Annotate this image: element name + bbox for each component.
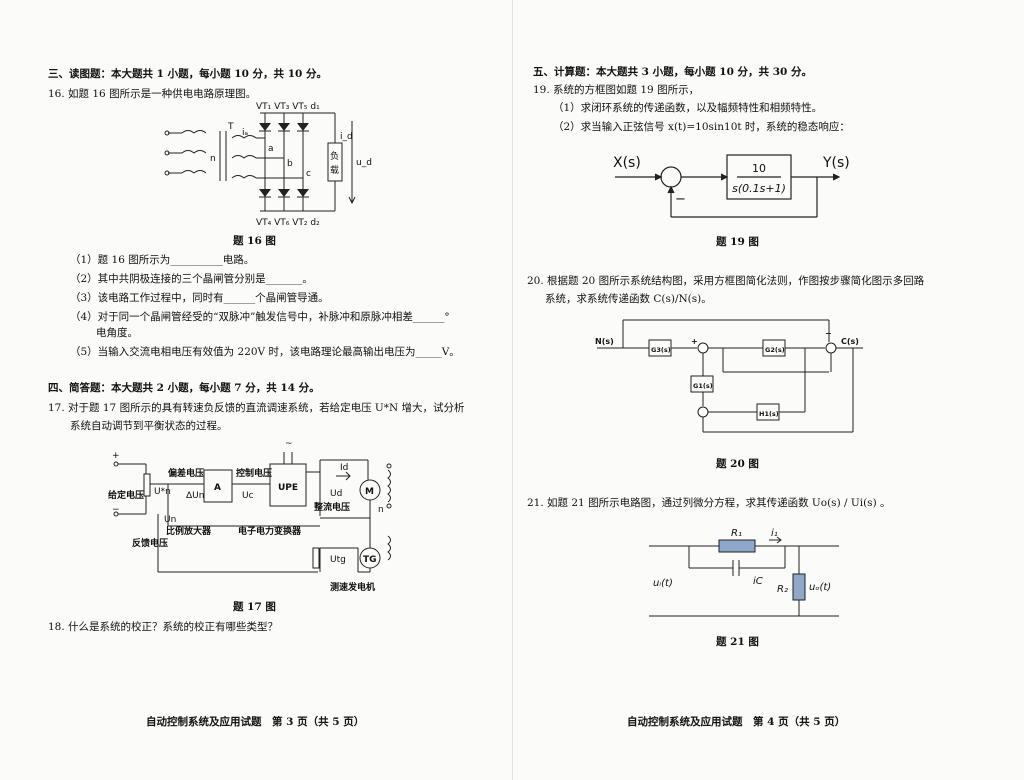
fig20-c-label: C(s) — [841, 337, 859, 346]
fig16-ud-label: u_d — [356, 158, 372, 168]
fig17-A-label: A — [214, 483, 221, 493]
fig20-g2-label: G2(s) — [765, 346, 785, 354]
fig16-n-label: n — [210, 154, 216, 164]
fig21-r2-label: R₂ — [777, 584, 788, 595]
q16-item-4: （4）对于同一个晶闸管经受的“双脉冲”触发信号中，补脉冲和原脉冲相差______… — [70, 311, 450, 323]
fig17-amp-label: 比例放大器 — [166, 525, 212, 537]
fig20-h1-label: H1(s) — [759, 410, 779, 418]
question-20-line-1: 20. 根据题 20 图所示系统结构图，采用方框图简化法则，作图按步骤简化图示多… — [527, 275, 925, 287]
fig16-T-label: T — [227, 122, 234, 132]
fig20-g3-label: G3(s) — [651, 346, 671, 354]
fig17-id-label: Id — [340, 463, 348, 473]
figure-17: + − 偏差电压 控制电压 给定电压 U*n ΔUn A Uc UPE ~ Id… — [108, 439, 392, 593]
fig17-tilde-label: ~ — [285, 439, 293, 449]
fig17-delta-un-label: ΔUn — [186, 491, 204, 501]
fig17-tach-label: 测速发电机 — [330, 581, 375, 593]
fig16-id-label: i_d — [340, 132, 353, 142]
figure-16-caption: 题 16 图 — [233, 235, 276, 247]
fig17-minus-label: − — [112, 505, 120, 515]
fig16-load-label-1: 负 — [330, 150, 339, 162]
question-21: 21. 如题 21 图所示电路图，通过列微分方程，求其传递函数 Uo(s) / … — [527, 497, 891, 509]
fig20-g1-label: G1(s) — [693, 382, 713, 390]
fig17-plus-label: + — [112, 451, 120, 461]
fig19-denominator: s(0.1s+1) — [732, 182, 786, 195]
q16-item-2: （2）其中共阴极连接的三个晶闸管分别是_______。 — [70, 273, 313, 285]
fig17-ctrl-label: 控制电压 — [236, 467, 272, 479]
fig21-ui-label: uᵢ(t) — [653, 578, 673, 589]
fig20-plus: + — [691, 337, 698, 346]
fig21-uo-label: uₒ(t) — [809, 582, 831, 593]
page-3-footer: 自动控制系统及应用试题 第 3 页（共 5 页） — [146, 716, 365, 728]
section-3-heading: 三、读图题：本大题共 1 小题，每小题 10 分，共 10 分。 — [48, 68, 327, 80]
figure-19-caption: 题 19 图 — [716, 236, 759, 248]
question-17-line-1: 17. 对于题 17 图所示的具有转速负反馈的直流调速系统，若给定电压 U*N … — [48, 402, 465, 414]
figure-17-caption: 题 17 图 — [233, 601, 276, 613]
page-3: 三、读图题：本大题共 1 小题，每小题 10 分，共 10 分。 16. 如题 … — [48, 68, 465, 728]
figure-21: R₁ i₁ iC R₂ uᵢ(t) uₒ(t) — [649, 528, 839, 617]
fig17-given-label: 给定电压 — [108, 489, 144, 501]
fig16-load-label-2: 载 — [330, 164, 339, 176]
question-20-line-2: 系统，求系统传递函数 C(s)/N(s)。 — [545, 293, 712, 305]
fig16-ia-label: iₐ — [242, 128, 248, 138]
q16-item-3: （3）该电路工作过程中，同时有______个晶闸管导通。 — [70, 292, 329, 304]
fig17-utg-label: Utg — [330, 555, 346, 565]
page-4: 五、计算题：本大题共 3 小题，每小题 10 分，共 30 分。 19. 系统的… — [512, 0, 1024, 780]
q16-item-5: （5）当输入交流电相电压有效值为 220V 时，该电路理论最高输出电压为____… — [70, 346, 460, 358]
q19-item-1: （1）求闭环系统的传递函数，以及幅频特性和相频特性。 — [553, 102, 823, 114]
fig17-tg-label: TG — [363, 555, 377, 565]
question-16: 16. 如题 16 图所示是一种供电电路原理图。 — [48, 88, 257, 100]
figure-20-caption: 题 20 图 — [716, 458, 759, 470]
fig20-minus: − — [825, 329, 832, 338]
fig21-ic-label: iC — [753, 576, 763, 587]
question-18: 18. 什么是系统的校正？系统的校正有哪些类型？ — [48, 621, 279, 633]
page-4-footer: 自动控制系统及应用试题 第 4 页（共 5 页） — [627, 716, 846, 728]
fig17-ud-label: Ud — [330, 489, 342, 499]
figure-20: N(s) C(s) G3(s) G2(s) G1(s) H1(s) + − — [595, 319, 863, 433]
section-4-heading: 四、简答题：本大题共 2 小题，每小题 7 分，共 14 分。 — [48, 382, 320, 394]
section-5-heading: 五、计算题：本大题共 3 小题，每小题 10 分，共 30 分。 — [533, 66, 812, 78]
fig16-bottom-label: VT₄ VT₆ VT₂ d₂ — [256, 218, 320, 228]
figure-16: VT₁ VT₃ VT₅ d₁ VT₄ VT₆ VT₂ d₂ T iₐ n a b… — [164, 102, 372, 228]
fig21-r1-label: R₁ — [731, 528, 742, 539]
fig16-c-label: c — [306, 169, 311, 179]
fig16-a-label: a — [268, 144, 274, 154]
question-19: 19. 系统的方框图如题 19 图所示， — [533, 84, 700, 96]
fig17-rect-label: 整流电压 — [313, 501, 350, 513]
fig19-input-label: X(s) — [613, 155, 641, 171]
fig17-fb-label: 反馈电压 — [132, 537, 168, 549]
fig17-conv-label: 电子电力变换器 — [238, 525, 302, 537]
fig19-numerator: 10 — [752, 162, 766, 175]
fig21-i1-label: i₁ — [771, 528, 778, 539]
fig19-output-label: Y(s) — [822, 155, 850, 171]
fig17-uc-label: Uc — [242, 491, 254, 501]
fig16-top-label: VT₁ VT₃ VT₅ d₁ — [256, 102, 320, 112]
fig17-un-label: Un — [164, 515, 176, 525]
fig17-n-label: n — [378, 505, 384, 515]
q19-item-2: （2）求当输入正弦信号 x(t)=10sin10t 时，系统的稳态响应： — [553, 121, 850, 133]
q16-item-1: （1）题 16 图所示为__________电路。 — [70, 254, 255, 266]
figure-19: X(s) Y(s) 10 s(0.1s+1) − — [613, 154, 850, 218]
fig19-minus: − — [675, 192, 686, 207]
fig17-upe-label: UPE — [278, 483, 298, 493]
q16-item-4-cont: 电角度。 — [96, 327, 138, 339]
fig20-n-label: N(s) — [595, 337, 614, 346]
fig16-b-label: b — [287, 159, 293, 169]
fig17-bias-label: 偏差电压 — [168, 467, 204, 479]
figure-21-caption: 题 21 图 — [716, 636, 759, 648]
question-17-line-2: 系统自动调节到平衡状态的过程。 — [70, 420, 228, 432]
fig17-un-star-label: U*n — [154, 487, 171, 497]
fig17-motor-label: M — [365, 487, 374, 497]
